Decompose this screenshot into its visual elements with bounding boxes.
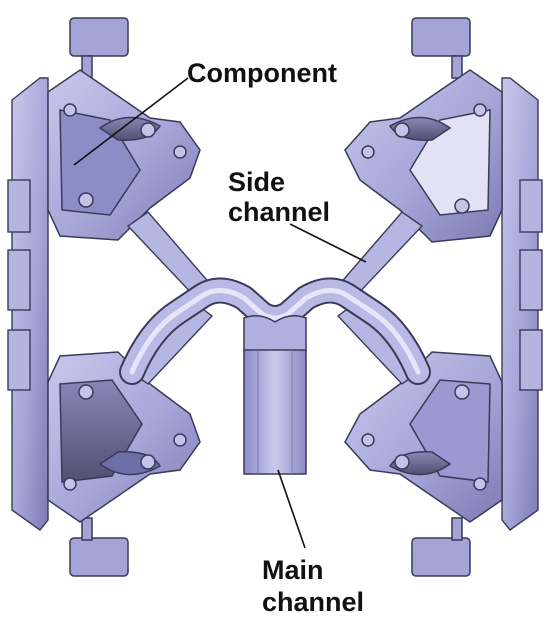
leader-side-channel [289,223,367,263]
corner-pads [69,17,471,577]
main-channel [243,315,307,475]
component-bottom-left [47,351,201,523]
leader-lines [73,77,367,549]
label-side-channel-line2: channel [228,197,330,227]
label-side-channel-line1: Side [228,167,285,197]
pad-top-left [69,17,129,57]
component-top-left [47,69,201,241]
label-main-channel-line1: Main [262,555,324,585]
labels: Component Side channel Main channel [187,58,364,617]
side-channel [119,277,431,385]
label-main-channel-line2: channel [262,587,364,617]
leader-component [73,77,189,166]
leader-main-channel [277,469,306,549]
label-component: Component [187,58,337,88]
side-rails [7,77,543,531]
component-top-right [344,69,503,243]
component-bottom-right [344,351,503,523]
pad-bottom-left [69,537,129,577]
pad-top-right [411,17,471,57]
pad-bottom-right [411,537,471,577]
